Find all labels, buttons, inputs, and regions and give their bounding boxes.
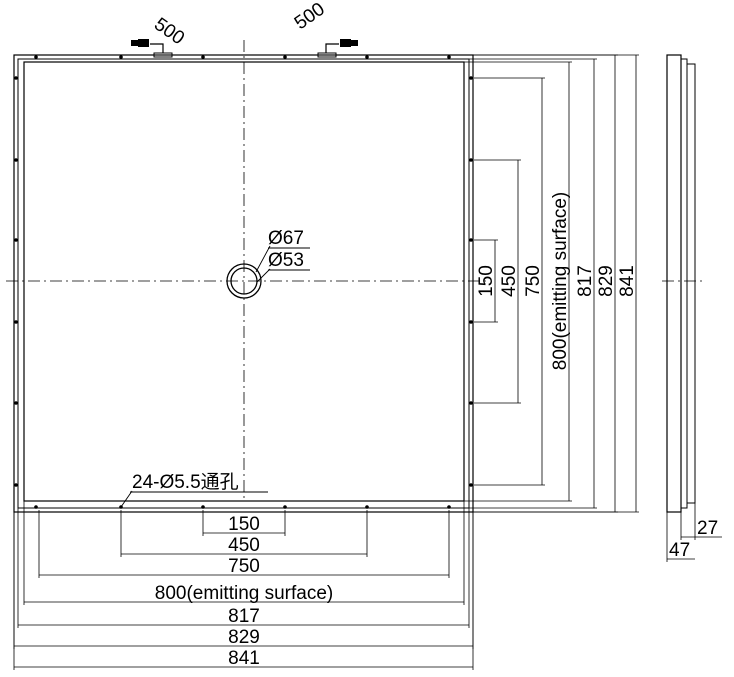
bottom-dim-817: 817: [228, 606, 260, 627]
cable-connector-right: 500: [291, 0, 358, 58]
right-dim-817: 817: [575, 265, 596, 297]
right-dim-800: 800(emitting surface): [550, 192, 571, 370]
side-dim-47: 47: [669, 540, 690, 561]
side-dim-27: 27: [697, 518, 718, 539]
center-hole: Ø67 Ø53: [226, 228, 310, 299]
bottom-dimensions: 150 450 750 800(emitting surface) 817 82…: [13, 501, 474, 670]
right-dim-750: 750: [523, 265, 544, 297]
cable-right-length: 500: [291, 0, 329, 34]
bottom-dim-829: 829: [228, 627, 260, 648]
bottom-dim-800: 800(emitting surface): [155, 583, 333, 604]
holes-note-label: 24-Ø5.5通孔: [132, 471, 239, 493]
mounting-holes: [14, 55, 473, 509]
holes-note: 24-Ø5.5通孔: [120, 471, 268, 508]
inner-circle-label: Ø53: [268, 250, 304, 271]
right-dim-829: 829: [596, 265, 617, 297]
bottom-dim-841: 841: [228, 648, 260, 669]
bottom-dim-150: 150: [228, 514, 260, 535]
right-dimensions: 150 450 750 800(emitting surface) 817 82…: [464, 54, 639, 513]
bottom-dim-750: 750: [228, 556, 260, 577]
cable-connector-left: 500: [131, 14, 188, 58]
bottom-dim-450: 450: [228, 535, 260, 556]
right-dim-450: 450: [499, 265, 520, 297]
side-view: 27 47: [666, 54, 722, 562]
right-dim-150: 150: [476, 265, 497, 297]
right-dim-841: 841: [617, 265, 638, 297]
panel-outline: [13, 54, 474, 513]
outer-circle-label: Ø67: [268, 228, 304, 249]
